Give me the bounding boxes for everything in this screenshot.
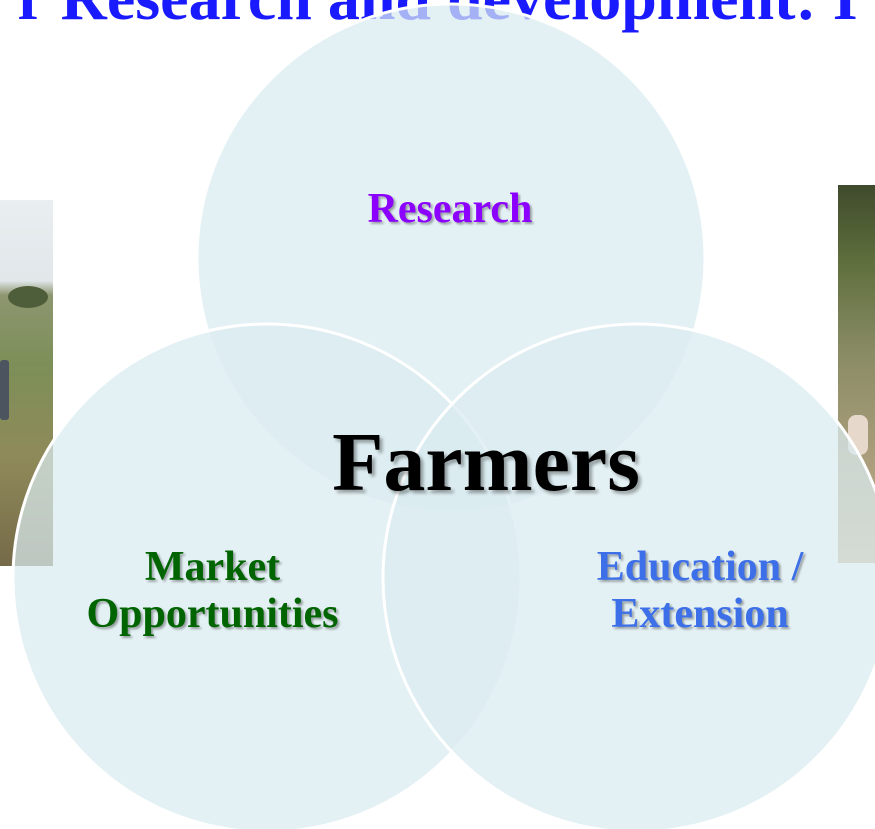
education-extension-label: Education / Extension: [535, 544, 865, 638]
person-shape: [0, 360, 9, 420]
market-label-line2: Opportunities: [86, 591, 339, 638]
research-label: Research: [367, 186, 533, 232]
tree-shape: [8, 286, 48, 308]
education-circle: [381, 322, 875, 829]
education-label-line1: Education /: [596, 544, 804, 590]
education-label-line2: Extension: [611, 591, 789, 638]
market-opportunities-label: Market Opportunities: [40, 544, 385, 638]
farmers-label: Farmers: [332, 416, 640, 509]
market-label-line1: Market: [144, 544, 281, 590]
